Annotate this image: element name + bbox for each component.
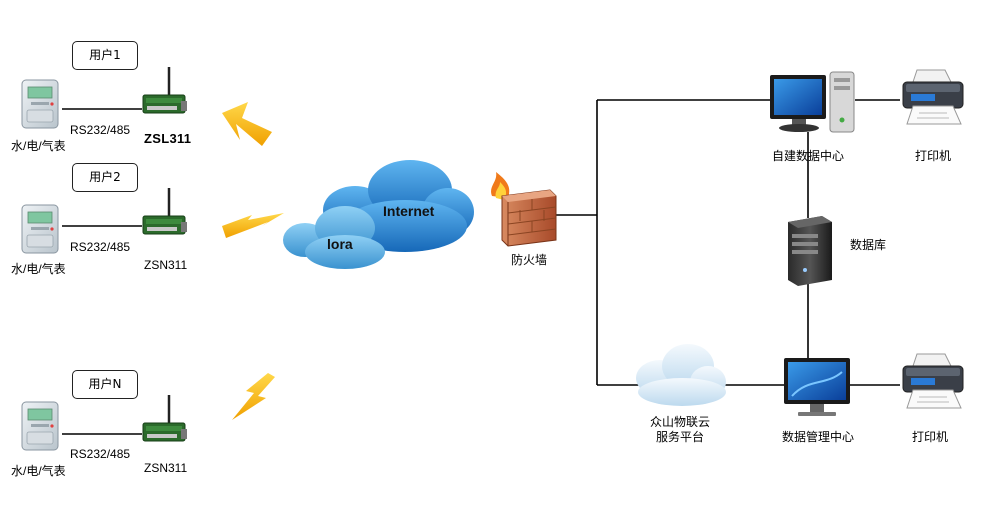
printer-icon <box>902 353 964 409</box>
lora-label: lora <box>327 236 353 252</box>
data-mgmt-center-label: 数据管理中心 <box>781 430 855 444</box>
device-label: ZSN311 <box>144 258 188 272</box>
meter-icon <box>21 79 59 129</box>
lora-cloud-icon <box>283 206 385 269</box>
modem-icon <box>141 393 189 443</box>
meter-icon <box>21 401 59 451</box>
modem-icon <box>141 186 189 236</box>
database-server-icon <box>788 216 832 286</box>
link-label: RS232/485 <box>70 123 131 137</box>
meter-icon <box>21 204 59 254</box>
user-box-n: 用户N <box>72 370 138 399</box>
connection-lines <box>62 99 900 435</box>
firewall-icon <box>491 172 557 247</box>
user-box-1: 用户1 <box>72 41 138 70</box>
printer-top-label: 打印机 <box>914 149 952 163</box>
lightning-icon <box>232 373 275 420</box>
firewall-label: 防火墙 <box>510 253 548 267</box>
printer-icon <box>902 69 964 125</box>
self-data-center-label: 自建数据中心 <box>771 149 845 163</box>
platform-label-line1: 众山物联云 <box>649 415 711 429</box>
monitor-icon <box>784 358 850 416</box>
meter-label: 水/电/气表 <box>11 262 66 276</box>
internet-label: Internet <box>383 203 435 219</box>
database-label: 数据库 <box>850 238 887 252</box>
link-label: RS232/485 <box>70 240 131 254</box>
meter-label: 水/电/气表 <box>11 464 66 478</box>
device-label: ZSL311 <box>144 131 192 146</box>
lightning-icon <box>222 213 284 238</box>
desktop-computer-icon <box>770 71 855 133</box>
user-box-2: 用户2 <box>72 163 138 192</box>
cloud-platform-icon <box>636 344 726 406</box>
modem-icon <box>141 65 189 115</box>
meter-label: 水/电/气表 <box>11 139 66 153</box>
link-label: RS232/485 <box>70 447 131 461</box>
platform-label-line2: 服务平台 <box>655 430 705 444</box>
lightning-icon <box>222 102 272 146</box>
printer-bottom-label: 打印机 <box>911 430 949 444</box>
device-label: ZSN311 <box>144 461 188 475</box>
